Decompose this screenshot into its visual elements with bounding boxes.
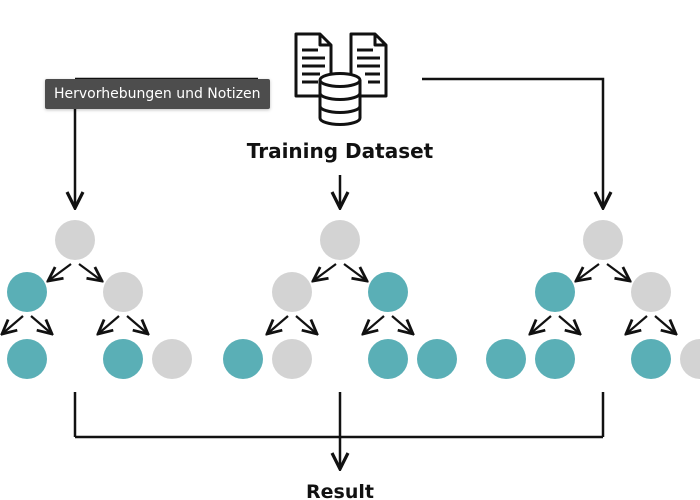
tree-left-node-l2-3 [152,339,192,379]
tree-right-node-l2-3 [680,339,700,379]
tree-left-edge-l1-1-right [126,315,148,334]
tree-right-node-l2-1 [535,339,575,379]
tree-right-root-node [583,220,623,260]
highlights-notes-tooltip: Hervorhebungen und Notizen [45,79,270,109]
tree-middle-node-l2-3 [417,339,457,379]
tree-left-node-l1-1 [103,272,143,312]
tree-left-node-l1-0 [7,272,47,312]
tree-right-node-l2-0 [486,339,526,379]
result-label: Result [306,481,374,500]
tree-middle-node-l2-2 [368,339,408,379]
tree-right-edge-l1-0-right [558,315,580,334]
tree-middle-node-l2-1 [272,339,312,379]
tree-right-node-l1-1 [631,272,671,312]
result-connectors [73,392,605,469]
tree-right-edge-l1-1-right [654,315,676,334]
tree-right-node-l2-2 [631,339,671,379]
tree-left-edge-l1-1-left [98,315,120,334]
training-dataset-label: Training Dataset [247,139,434,163]
tree-middle-root-node [320,220,360,260]
tree-left-edge-root-left [48,263,72,281]
tree-middle-node-l1-0 [272,272,312,312]
tree-middle-edge-root-right [343,263,367,281]
tree-right-node-l1-0 [535,272,575,312]
documents-database-icon [294,32,388,126]
tree-middle-edge-root-left [313,263,337,281]
tree-middle-edge-l1-1-right [391,315,413,334]
tree-left-edge-l1-0-right [30,315,52,334]
tree-left-node-l2-1 [7,339,47,379]
tree-middle-node-l1-1 [368,272,408,312]
tree-right-edge-l1-1-left [626,315,648,334]
tree-middle-edge-l1-1-left [363,315,385,334]
tree-left-edge-root-right [78,263,102,281]
tree-right-edge-root-right [606,263,630,281]
tree-right-edge-l1-0-left [530,315,552,334]
tree-middle-node-l2-0 [223,339,263,379]
decision-trees [0,220,700,379]
tree-left-edge-l1-0-left [2,315,24,334]
tree-left-root-node [55,220,95,260]
tree-middle-edge-l1-0-right [295,315,317,334]
tree-middle-edge-l1-0-left [267,315,289,334]
connector-to-right-tree [422,77,603,208]
tree-left-node-l2-2 [103,339,143,379]
tree-right-edge-root-left [576,263,600,281]
